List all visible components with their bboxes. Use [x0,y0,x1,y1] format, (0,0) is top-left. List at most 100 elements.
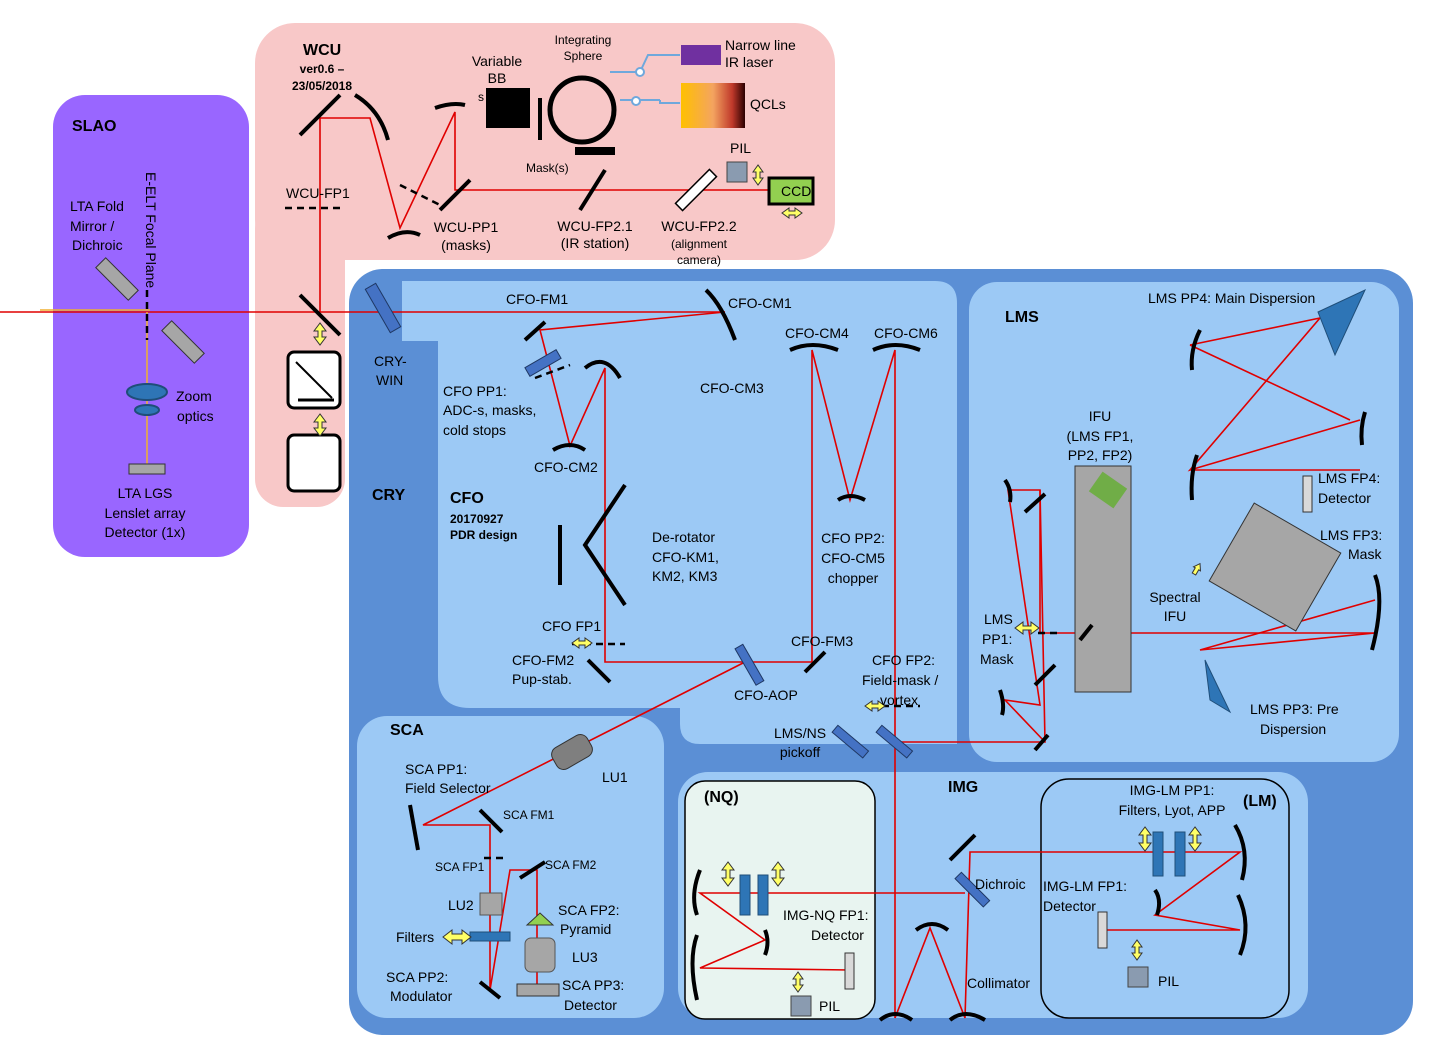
wcu-box-2 [286,433,342,493]
zoom-label-1: Zoom [176,388,212,404]
elt-focal-plane-label: E-ELT Focal Plane [143,172,159,288]
wcu-fp22-label-1: WCU-FP2.2 [661,218,737,234]
cfo-fp2-label-2: Field-mask / [862,672,938,688]
cfo-fm1-label: CFO-FM1 [506,291,568,307]
wcu-fp21-label-1: WCU-FP2.1 [557,218,633,234]
cfo-pp1-label-1: CFO PP1: [443,383,507,399]
slao-mirror-2 [161,320,205,364]
lm-filter-1 [1152,831,1164,877]
sca-panel [357,716,664,1018]
lu3-lens [524,937,556,973]
wcu-fp1-label: WCU-FP1 [286,185,350,201]
cfo-aop-label: CFO-AOP [734,687,798,703]
lta-fold-mirror [95,257,139,301]
derotator-label-2: CFO-KM1, [652,549,719,565]
slao-title: SLAO [72,118,116,135]
cfo-pp1-label-2: ADC-s, masks, [443,402,536,418]
sca-pp3-label-2: Detector [564,997,617,1013]
cfo-pp2-label-2: CFO-CM5 [821,550,885,566]
filters-label: Filters [396,929,434,945]
cry-win-label-1: CRY- [374,353,407,369]
lgs-label-1: LTA LGS [118,485,173,501]
qcls-label: QCLs [750,96,786,112]
wcu-version-1: ver0.6 – [300,62,345,76]
sca-pp2-label-2: Modulator [390,988,453,1004]
lu3-label: LU3 [572,949,598,965]
lm-fp1-label-2: Detector [1043,898,1096,914]
cfo-aop [734,643,765,686]
zoom-lens-2 [134,404,160,416]
lms-pp3-label-1: LMS PP3: Pre [1250,701,1339,717]
spectral-ifu-label-1: Spectral [1149,589,1200,605]
nq-panel [684,780,876,1020]
cfo-date-1: 20170927 [450,512,504,526]
wcu-pp1-label-1: WCU-PP1 [434,219,499,235]
nq-filter-1 [739,874,751,916]
lms-fp4-label-2: Detector [1318,490,1371,506]
lms-fp4-detector [1302,475,1313,513]
variable-bb-label-2: BB [488,70,507,86]
sphere-port-mask [575,147,615,155]
variable-bb [486,88,530,128]
nq-filter-2 [757,874,769,916]
dichroic-label: Dichroic [975,876,1026,892]
qcls-source [681,83,745,128]
nq-title: (NQ) [704,789,739,806]
ifu-label-3: PP2, FP2) [1068,447,1133,463]
lm-title: (LM) [1243,793,1277,810]
lm-pil-label: PIL [1158,973,1179,989]
narrow-line-label-2: IR laser [725,54,774,70]
lu2-lens [479,892,503,916]
sphere-label-2: Sphere [564,49,603,63]
lms-fp3-label-2: Mask [1348,546,1382,562]
cfo-panel [402,281,957,744]
pil-wcu-label: PIL [730,140,751,156]
ifu-label-2: (LMS FP1, [1067,428,1134,444]
lms-pp3-label-2: Dispersion [1260,721,1326,737]
sca-pp3-label-1: SCA PP3: [562,977,624,993]
masks-label: Mask(s) [526,161,569,175]
cfo-pp1-adc [524,348,562,378]
nq-fp1-label-1: IMG-NQ FP1: [783,907,869,923]
cfo-pp2-label-3: chopper [828,570,879,586]
lm-fp1-label-1: IMG-LM FP1: [1043,878,1127,894]
lm-pp1-label-2: Filters, Lyot, APP [1119,802,1226,818]
nq-pil-label: PIL [819,998,840,1014]
lu2-label: LU2 [448,897,474,913]
spectral-ifu-label-2: IFU [1164,608,1187,624]
sca-fm1-label: SCA FM1 [503,808,555,822]
cfo-cm3-label: CFO-CM3 [700,380,764,396]
cfo-pp2-label-1: CFO PP2: [821,530,885,546]
sca-fp1-label: SCA FP1 [435,860,485,874]
lta-fold-label-1: LTA Fold [70,198,124,214]
derotator-label-3: KM2, KM3 [652,568,718,584]
wcu-fp22-label-2: (alignment [671,237,728,251]
variable-bb-small: s [478,90,484,104]
narrow-line-laser [681,45,721,65]
img-dichroic [954,871,991,908]
cfo-fm2-label-2: Pup-stab. [512,671,572,687]
sca-pp2-label-1: SCA PP2: [386,969,448,985]
variable-bb-label-1: Variable [472,53,523,69]
collimator-label: Collimator [967,975,1030,991]
zoom-label-2: optics [177,408,214,424]
cfo-fp2-label-1: CFO FP2: [872,652,935,668]
lta-fold-label-2: Mirror / [70,218,114,234]
wcu-pp1-label-2: (masks) [441,237,491,253]
lgs-detector [128,463,166,475]
wcu-title: WCU [303,42,341,59]
cfo-title: CFO [450,490,484,507]
ccd-label: CCD [781,183,811,199]
nq-detector [844,952,855,990]
cfo-fm3-label: CFO-FM3 [791,633,853,649]
narrow-line-label-1: Narrow line [725,37,796,53]
wcu-version-2: 23/05/2018 [292,79,352,93]
lm-filter-2 [1174,831,1186,877]
lm-pp1-label-1: IMG-LM PP1: [1130,782,1215,798]
lms-pp1-label-1: LMS [984,611,1013,627]
pickoff-label-1: LMS/NS [774,725,826,741]
lm-detector [1097,911,1108,949]
cry-title: CRY [372,487,406,504]
integrating-sphere [547,75,617,145]
